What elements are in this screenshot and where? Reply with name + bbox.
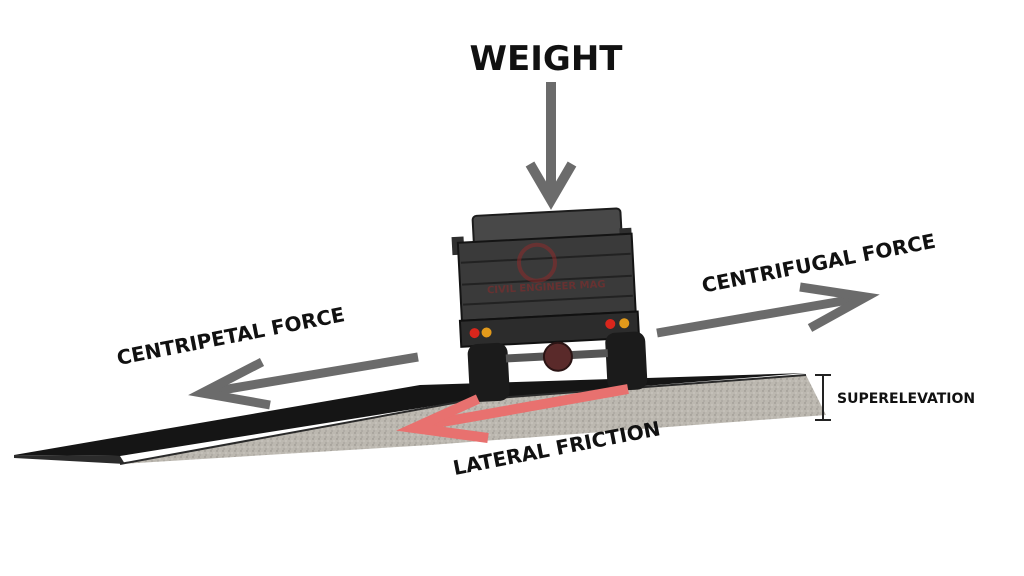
tail-light-left-amber (481, 327, 492, 338)
differential (542, 341, 573, 372)
centripetal-arrow-head (188, 358, 271, 410)
superelevation-label: SUPERELEVATION (837, 391, 975, 407)
truck-bumper (458, 310, 641, 348)
lateral-friction-arrow-head (396, 394, 489, 443)
centrifugal-force-arrow (656, 282, 880, 338)
tail-light-right-amber (619, 318, 630, 329)
rear-wheel-left (467, 342, 510, 402)
centrifugal-arrow-shaft (656, 293, 861, 338)
centrifugal-arrow-head (799, 282, 880, 332)
lateral-friction-arrow-shaft (419, 384, 629, 431)
centripetal-force-label: CENTRIPETAL FORCE (115, 302, 347, 370)
centripetal-force-arrow (188, 352, 419, 410)
truck-bed-rib (463, 294, 633, 306)
tail-light-right (605, 318, 616, 329)
truck-bed-rib (460, 252, 631, 264)
banked-road (14, 373, 826, 465)
weight-arrow-head (525, 161, 577, 210)
tail-light-left (469, 328, 480, 339)
weight-arrow (525, 82, 577, 210)
road-surface (14, 373, 806, 456)
lateral-friction-arrow (396, 384, 629, 443)
rear-wheel-right (605, 331, 648, 391)
truck-bed-rib (461, 274, 632, 286)
dump-truck: CIVIL ENGINEER MAG (451, 207, 648, 402)
weight-label: WEIGHT (470, 39, 624, 79)
superelevation-dimension (815, 374, 831, 421)
centripetal-arrow-shaft (209, 352, 419, 397)
watermark-emblem (516, 242, 557, 283)
road-shoulder (14, 455, 125, 464)
